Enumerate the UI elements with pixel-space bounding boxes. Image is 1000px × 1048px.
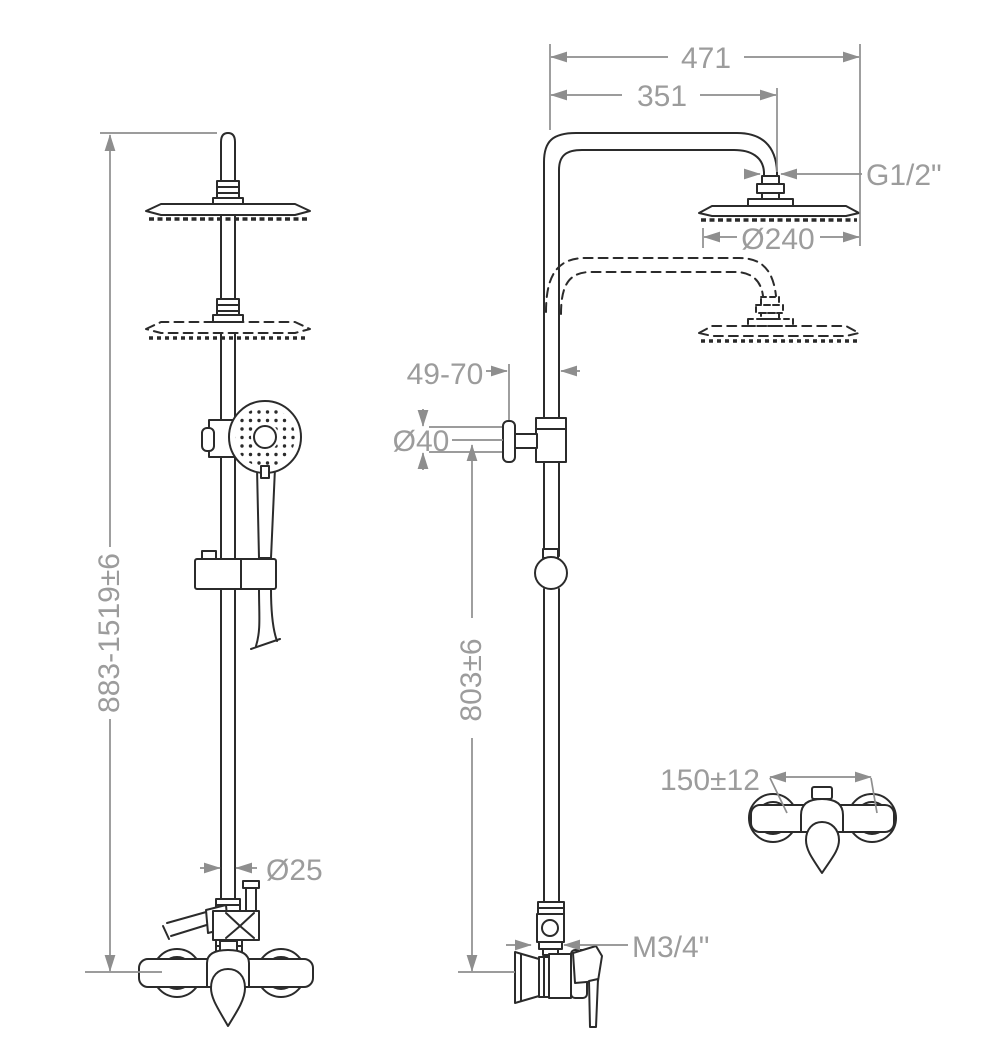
dim-label-overall-height: 883-1519±6 — [93, 553, 126, 713]
mixer2-cartridge — [800, 798, 844, 833]
dim-label-bracket-diameter: Ø40 — [393, 425, 450, 458]
dim-label-wall-clearance: 49-70 — [407, 358, 484, 391]
rain-head-side-alt-position — [698, 325, 860, 337]
rain-head-side — [698, 205, 860, 217]
inlet-connector-side — [538, 941, 563, 950]
dim-label-head-thread: G1/2" — [866, 159, 942, 192]
hand-shower-handle — [256, 467, 276, 559]
mixer-lever-side — [572, 945, 603, 984]
front-view — [138, 132, 314, 1027]
slider-bracket-knob — [201, 550, 217, 560]
dim-label-arm-total: 471 — [681, 42, 731, 75]
mixer2-lever — [805, 821, 840, 874]
head-connector — [761, 175, 780, 185]
rain-head-front-alt-position — [145, 321, 311, 334]
riser-top-cap — [220, 132, 236, 182]
holder-knob-side — [534, 556, 568, 590]
side-view — [502, 132, 860, 1028]
dim-label-riser-height: 803±6 — [455, 638, 488, 721]
dim-label-inlet-centers: 150±12 — [660, 764, 760, 797]
mixer-wall-cone-side — [514, 951, 540, 1004]
dim-label-inlet-thread: M3/4" — [632, 931, 709, 964]
hand-shower-hose — [255, 588, 261, 647]
dimensions: 471 351 G1/2" Ø240 49-70 Ø40 803±6 883-1… — [85, 42, 942, 973]
dim-label-arm: 351 — [637, 80, 687, 113]
mixer-body-side — [548, 953, 572, 999]
shower-arm — [543, 132, 778, 207]
shower-arm-alt-position — [545, 257, 777, 313]
slider-block-side — [535, 417, 567, 463]
wall-bracket-arm — [514, 433, 538, 449]
lower-head-collar — [216, 298, 240, 316]
mixer2-diverter-knob — [811, 786, 833, 800]
rain-head-front — [145, 203, 311, 216]
dim-label-head-diameter: Ø240 — [741, 223, 814, 256]
mixer-lever-front — [210, 968, 246, 1027]
upper-head-collar — [216, 180, 240, 199]
mixer-front-view — [748, 786, 897, 874]
lower-head-mount — [212, 314, 244, 323]
diverter-lever — [245, 885, 257, 912]
dim-label-pipe-diameter: Ø25 — [266, 854, 323, 887]
slider-bracket — [194, 558, 277, 590]
wall-bracket-flange — [502, 420, 516, 463]
